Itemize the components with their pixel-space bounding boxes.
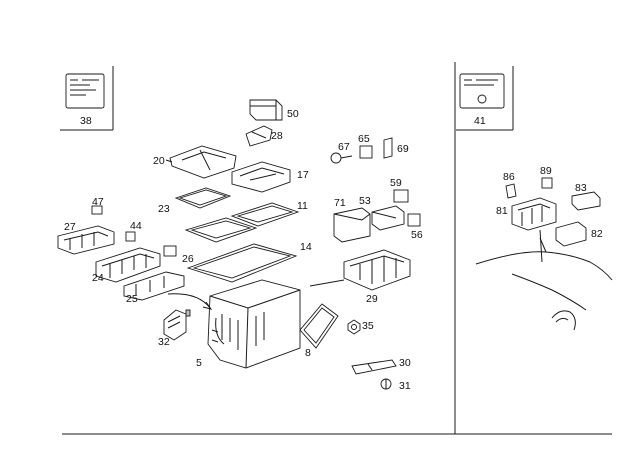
part-59-relay: 59: [390, 177, 409, 203]
reference-box-41: 41: [456, 66, 514, 131]
part-5-housing: 5: [196, 279, 301, 369]
part-11-frame: 11: [184, 200, 308, 243]
part-71-module: 71: [333, 197, 371, 243]
part-67-screw: 67: [330, 141, 353, 164]
callout-25: 25: [126, 293, 138, 305]
part-35-nut: 35: [347, 319, 374, 335]
callout-38: 38: [80, 115, 92, 127]
callout-59: 59: [390, 177, 402, 189]
callout-23: 23: [158, 203, 170, 215]
callout-81: 81: [496, 205, 508, 217]
part-25-fuse-strip: 25: [123, 271, 185, 305]
part-20-cover: 20: [153, 145, 237, 179]
vehicle-outline: [475, 237, 613, 331]
callout-32: 32: [158, 336, 170, 348]
callout-27: 27: [64, 221, 76, 233]
callout-86: 86: [503, 171, 515, 183]
assembly-arrow: [167, 293, 211, 309]
part-8-side-cover: 8: [299, 303, 339, 359]
part-89-relay: 89: [540, 165, 553, 189]
callout-5: 5: [196, 357, 202, 369]
part-81-fuse-box: 81: [496, 197, 557, 231]
assembly-arrow-head: [202, 301, 213, 310]
part-28-bracket: 28: [245, 125, 283, 147]
part-50-relay: 50: [249, 99, 299, 121]
callout-82: 82: [591, 228, 603, 240]
callout-53: 53: [359, 195, 371, 207]
part-65-relay: 65: [358, 133, 373, 159]
part-53-module: 53: [359, 195, 405, 231]
part-56-relay: 56: [407, 213, 423, 241]
part-24-fuse-block: 24: [92, 247, 161, 284]
callout-30: 30: [399, 357, 411, 369]
callout-35: 35: [362, 320, 374, 332]
callout-71: 71: [334, 197, 346, 209]
callout-65: 65: [358, 133, 370, 145]
callout-24: 24: [92, 272, 104, 284]
part-30-strip: 30: [351, 357, 411, 375]
part-14-gasket: 14: [186, 241, 312, 283]
callout-17: 17: [297, 169, 309, 181]
callout-11: 11: [297, 200, 308, 212]
callout-20: 20: [153, 155, 165, 167]
reference-box-38: 38: [60, 66, 114, 131]
callout-8: 8: [305, 347, 311, 359]
part-86-clip: 86: [503, 171, 517, 199]
callout-28: 28: [271, 130, 283, 142]
part-29-carrier: 29: [343, 249, 411, 305]
callout-67: 67: [338, 141, 350, 153]
callout-31: 31: [399, 380, 411, 392]
part-17-tray: 17: [231, 161, 309, 193]
callout-89: 89: [540, 165, 552, 177]
callout-69: 69: [397, 143, 409, 155]
part-69-clip: 69: [383, 137, 409, 159]
part-82-cover: 82: [555, 221, 603, 247]
leader-29: [309, 279, 345, 287]
callout-29: 29: [366, 293, 378, 305]
part-31-clip: 31: [380, 378, 411, 392]
callout-47: 47: [92, 196, 104, 208]
part-32-bracket: 32: [158, 309, 191, 348]
part-44-relay: 44: [125, 220, 142, 242]
callout-14: 14: [300, 241, 312, 253]
leader-82: [539, 229, 543, 263]
callout-56: 56: [411, 229, 423, 241]
part-23-seal: 23: [158, 187, 232, 215]
part-27-fuse-block: 27: [57, 221, 115, 255]
part-47-relay: 47: [91, 196, 104, 215]
callout-26: 26: [182, 253, 194, 265]
callout-83: 83: [575, 182, 587, 194]
callout-44: 44: [130, 220, 142, 232]
part-26-relay: 26: [163, 245, 194, 265]
part-83-module: 83: [571, 182, 601, 211]
callout-41: 41: [474, 115, 486, 127]
callout-50: 50: [287, 108, 299, 120]
